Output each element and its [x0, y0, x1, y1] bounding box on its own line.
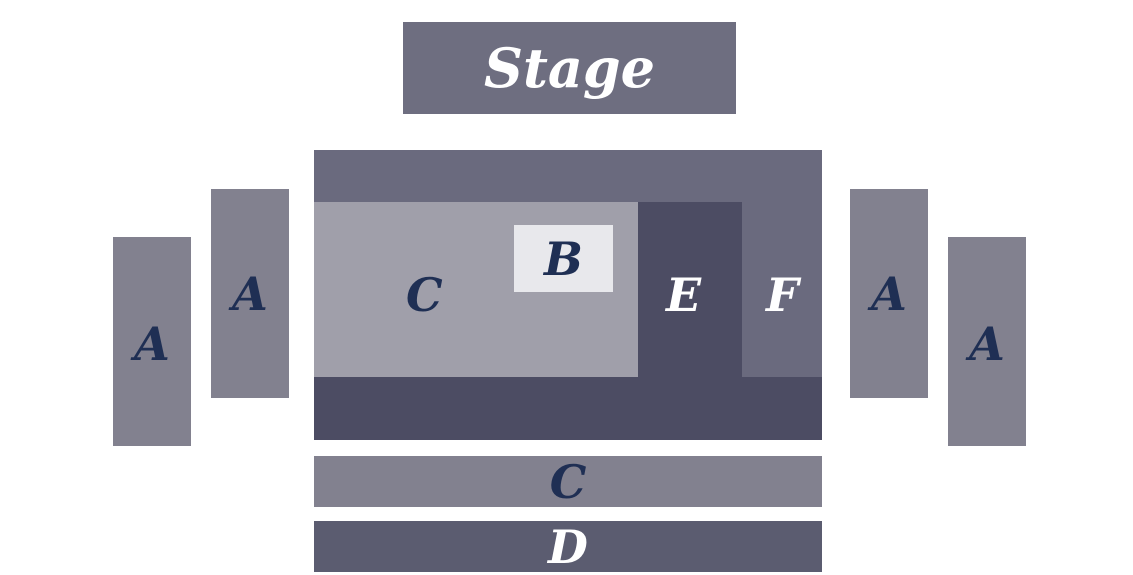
section-e[interactable]: E: [638, 202, 742, 377]
section-a-right-outer-label: A: [969, 316, 1005, 371]
section-c-rear-label: C: [549, 454, 587, 509]
section-f-label: F: [766, 268, 799, 322]
section-c-main-label: C: [406, 268, 443, 322]
section-a-right-inner[interactable]: A: [850, 189, 928, 398]
section-b-label: B: [544, 231, 583, 286]
section-a-left-outer[interactable]: A: [113, 237, 191, 446]
section-f[interactable]: F: [742, 202, 822, 377]
section-a-right-inner-label: A: [871, 266, 907, 321]
section-e-label: E: [666, 268, 702, 322]
section-a-left-inner-label: A: [232, 266, 268, 321]
section-f-band[interactable]: [314, 150, 822, 202]
stage[interactable]: Stage: [403, 22, 736, 114]
section-b[interactable]: B: [514, 225, 613, 292]
section-d[interactable]: D: [314, 521, 822, 572]
section-d-label: D: [548, 519, 588, 574]
section-c-rear[interactable]: C: [314, 456, 822, 507]
section-a-left-inner[interactable]: A: [211, 189, 289, 398]
section-a-left-outer-label: A: [134, 316, 170, 371]
stage-label: Stage: [483, 36, 656, 100]
section-a-right-outer[interactable]: A: [948, 237, 1026, 446]
